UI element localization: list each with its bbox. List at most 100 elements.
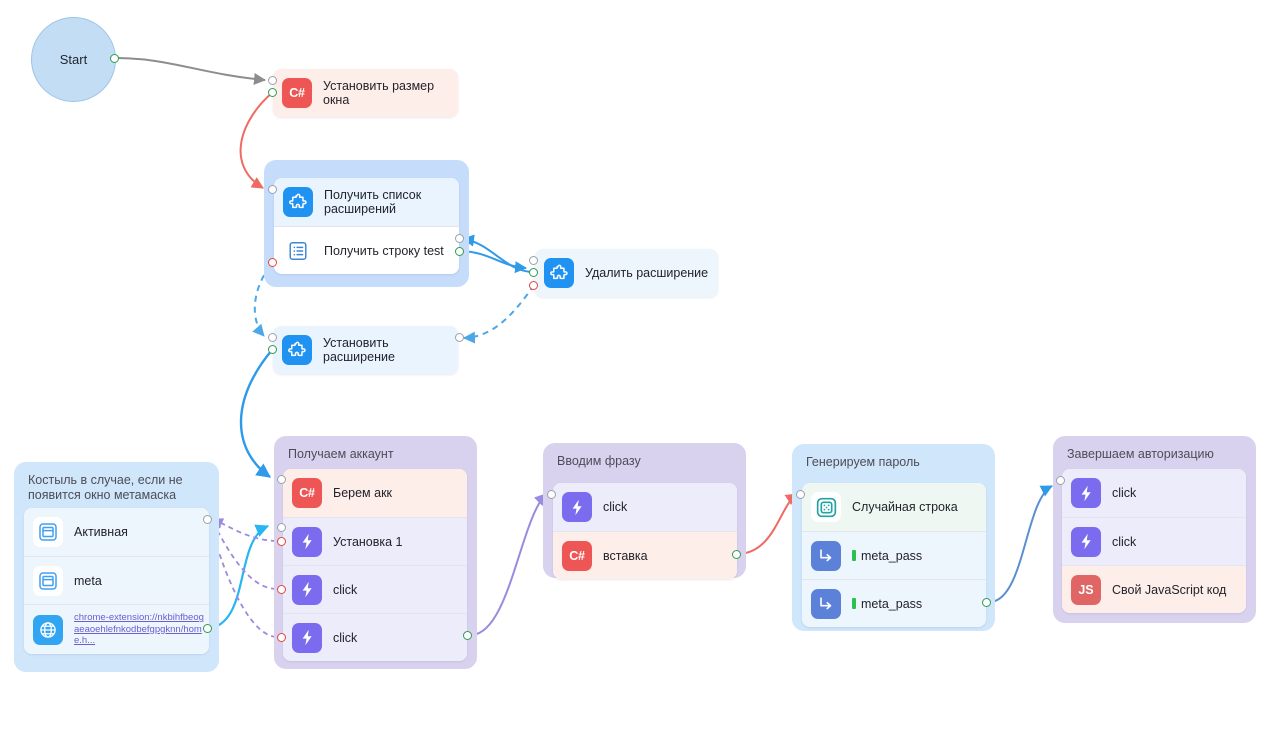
port-get-string-test-out[interactable] [455, 247, 464, 256]
node-label: Получить список расширений [324, 188, 422, 216]
port-click-2-err[interactable] [277, 633, 286, 642]
node-row-click-2[interactable]: click [283, 613, 467, 661]
node-label: Получить строку test [324, 243, 444, 258]
port-remove-ext-out[interactable] [529, 268, 538, 277]
port-meta-pass-2-out[interactable] [982, 598, 991, 607]
group-title: Костыль в случае, если не появится окно … [28, 473, 183, 502]
node-set-window-size[interactable]: C# Установить размер окна [273, 69, 458, 117]
port-random-string-in[interactable] [796, 490, 805, 499]
node-label: Удалить расширение [585, 266, 709, 280]
port-install-1-in[interactable] [277, 523, 286, 532]
node-label: meta_pass [852, 549, 922, 563]
node-remove-extension[interactable]: Удалить расширение [535, 249, 718, 297]
node-row-own-js[interactable]: JS Свой JavaScript код [1062, 565, 1246, 613]
bolt-icon [292, 622, 322, 653]
variable-name: meta_pass [861, 596, 923, 611]
random-icon [811, 492, 841, 522]
bolt-icon [562, 492, 592, 522]
node-account-stack[interactable]: C# Берем акк Установка 1 click click [283, 469, 467, 661]
node-row-install-1[interactable]: Установка 1 [283, 517, 467, 565]
group-title: Завершаем авторизацию [1067, 447, 1214, 461]
port-ext-url-out[interactable] [203, 624, 212, 633]
bolt-icon [292, 574, 322, 605]
node-row-active-tab[interactable]: Активная [24, 508, 209, 556]
node-row-phrase-insert[interactable]: C# вставка [553, 531, 737, 579]
node-row-get-string-test[interactable]: Получить строку test [274, 226, 459, 274]
port-set-window-size-out[interactable] [268, 88, 277, 97]
port-install-ext-in-right[interactable] [455, 333, 464, 342]
edge-exturl-to-install1 [211, 524, 270, 630]
node-row[interactable]: Установить расширение [273, 326, 458, 374]
port-active-tab-in[interactable] [203, 515, 212, 524]
port-get-ext-list-in[interactable] [268, 185, 277, 194]
node-row[interactable]: Удалить расширение [535, 249, 718, 297]
port-start-out[interactable] [110, 54, 119, 63]
variable-chip [852, 549, 856, 561]
edge-install1-err-to-active [212, 518, 277, 542]
node-label: Установка 1 [333, 534, 403, 549]
extension-url-link[interactable]: chrome-extension://nkbihfbeogaeaoehlefnk… [74, 612, 204, 647]
node-label: Берем акк [333, 486, 393, 500]
start-node[interactable]: Start [31, 17, 116, 102]
edge-insert-to-random [738, 493, 798, 555]
edge-metapass-to-authclick [990, 485, 1053, 603]
node-authorize-stack[interactable]: click click JS Свой JavaScript код [1062, 469, 1246, 613]
port-remove-ext-in[interactable] [529, 256, 538, 265]
node-install-extension[interactable]: Установить расширение [273, 326, 458, 374]
port-install-ext-out[interactable] [268, 345, 277, 354]
bolt-icon [292, 526, 322, 557]
node-extension-list-stack[interactable]: Получить список расширений Получить стро… [274, 178, 459, 274]
node-label: click [603, 500, 628, 514]
edge-installext-to-takeacc [239, 349, 273, 478]
csharp-icon: C# [282, 78, 312, 108]
node-row-phrase-click[interactable]: click [553, 483, 737, 531]
node-row-get-ext-list[interactable]: Получить список расширений [274, 178, 459, 226]
extension-icon [283, 187, 313, 217]
globe-icon [33, 614, 63, 645]
node-row-meta-pass-1[interactable]: meta_pass [802, 531, 986, 579]
extension-icon [544, 258, 574, 288]
node-label: click [1112, 534, 1137, 549]
edge-teststring-to-removeext [460, 250, 527, 274]
node-label: click [333, 630, 358, 645]
node-label: вставка [603, 548, 648, 563]
port-install-1-err[interactable] [277, 537, 286, 546]
port-take-acc-in[interactable] [277, 475, 286, 484]
node-label: click [333, 582, 358, 597]
node-row-ext-url[interactable]: chrome-extension://nkbihfbeogaeaoehlefnk… [24, 604, 209, 654]
variable-chip [852, 597, 856, 609]
port-auth-click-1-in[interactable] [1056, 476, 1065, 485]
port-install-ext-in[interactable] [268, 333, 277, 342]
node-crutch-stack[interactable]: Активная meta chrome-extension://nkbihfb… [24, 508, 209, 654]
port-click-1-err[interactable] [277, 585, 286, 594]
node-row[interactable]: C# Установить размер окна [273, 69, 458, 117]
csharp-icon: C# [562, 540, 592, 571]
port-remove-ext-err[interactable] [529, 281, 538, 290]
node-row-auth-click-2[interactable]: click [1062, 517, 1246, 565]
node-label: Установить расширение [323, 336, 395, 364]
node-label: click [1112, 486, 1137, 500]
node-row-meta-pass-2[interactable]: meta_pass [802, 579, 986, 627]
node-row-meta-tab[interactable]: meta [24, 556, 209, 604]
port-get-string-test-err[interactable] [268, 258, 277, 267]
node-label: meta_pass [852, 597, 922, 611]
node-password-stack[interactable]: Случайная строка meta_pass meta_pass [802, 483, 986, 627]
extension-icon [282, 335, 312, 365]
node-row-random-string[interactable]: Случайная строка [802, 483, 986, 531]
node-row-auth-click-1[interactable]: click [1062, 469, 1246, 517]
node-phrase-stack[interactable]: click C# вставка [553, 483, 737, 579]
group-title: Получаем аккаунт [288, 447, 394, 461]
node-label: meta [74, 573, 102, 588]
port-click-2-out[interactable] [463, 631, 472, 640]
node-row-take-acc[interactable]: C# Берем акк [283, 469, 467, 517]
port-phrase-insert-out[interactable] [732, 550, 741, 559]
port-get-string-test-in[interactable] [455, 234, 464, 243]
node-label: Активная [74, 525, 128, 539]
start-label: Start [59, 52, 88, 67]
group-title: Вводим фразу [557, 454, 641, 468]
js-icon: JS [1071, 574, 1101, 605]
port-set-window-size-in[interactable] [268, 76, 277, 85]
node-row-click-1[interactable]: click [283, 565, 467, 613]
port-phrase-click-in[interactable] [547, 490, 556, 499]
